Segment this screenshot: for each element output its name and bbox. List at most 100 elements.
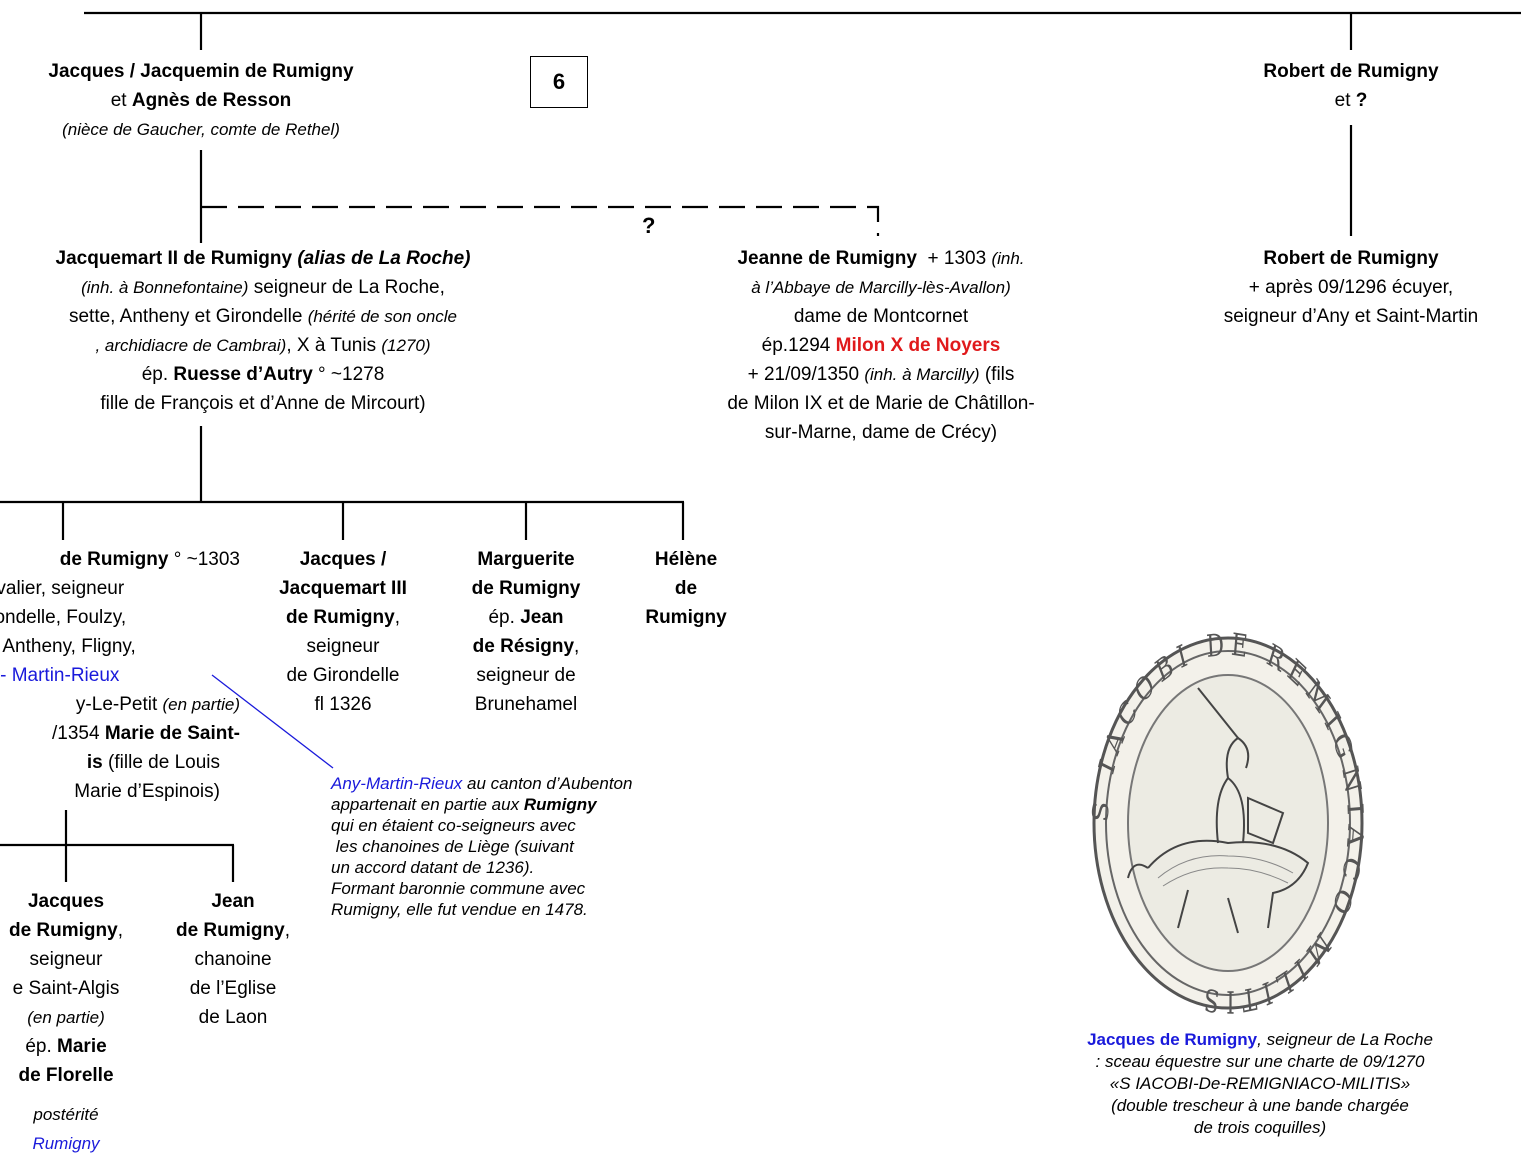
person-child2: Jacques / Jacquemart III de Rumigny, sei…	[253, 545, 433, 719]
line-7: /1354 Marie de Saint-	[0, 719, 240, 748]
inheritance-note: (hérité de son oncle	[307, 307, 458, 326]
equestrian-seal-image: S IACOBI DE REMIGNIACO MILITIS	[1088, 628, 1364, 1018]
note-line-3: qui en étaient co-seigneurs avec	[331, 816, 576, 835]
spouse-name-link[interactable]: Milon X de Noyers	[835, 335, 1001, 356]
parent-text: (fils	[984, 364, 1015, 385]
spouse-note: (nièce de Gaucher, comte de Rethel)	[62, 120, 340, 139]
any-martin-rieux-link[interactable]: y- Martin-Rieux	[0, 665, 120, 686]
line-1: Jacques /	[299, 549, 387, 570]
spouse-line: et ?	[1201, 86, 1501, 115]
note-text: au canton d’Aubenton	[462, 774, 633, 793]
any-martin-rieux-note: Any-Martin-Rieux au canton d’Aubenton ap…	[331, 773, 632, 920]
person-child1-tail: y-Le-Petit (en partie) /1354 Marie de Sa…	[0, 690, 240, 748]
line-6: Brunehamel	[474, 694, 578, 715]
line-1: Jean	[211, 891, 255, 912]
person-gc1: Jacques de Rumigny, seigneur e Saint-Alg…	[0, 887, 146, 1158]
line-2: à l’Abbaye de Marcilly-lès-Avallon)	[751, 278, 1011, 297]
line-8: postérité	[33, 1105, 99, 1124]
line-4: e Saint-Algis	[12, 978, 120, 999]
line-1: Hélène	[654, 549, 718, 570]
partial-note: (en partie)	[162, 695, 240, 714]
caption-line-4: (double trescheur à une bande chargée	[1111, 1096, 1409, 1115]
line-3: Rumigny	[645, 607, 727, 628]
note-pointer-line	[211, 674, 334, 769]
person-name: de Rumigny	[59, 549, 169, 570]
line-1: Marguerite	[477, 549, 575, 570]
spouse-name: ?	[1355, 90, 1368, 111]
line-6: fille de François et d’Anne de Mircourt)	[100, 393, 426, 414]
death-text: , X à Tunis	[286, 335, 377, 356]
spouse-name: Marie	[57, 1036, 107, 1057]
person-name: de Rumigny	[8, 920, 118, 941]
line-2: (inh. à Bonnefontaine) seigneur de La Ro…	[0, 273, 528, 302]
line-3: de Rumigny,	[253, 603, 433, 632]
badge-label: 6	[552, 69, 566, 94]
line-3: dame de Montcornet	[793, 306, 969, 327]
birth-date: ° ~1303	[173, 549, 240, 570]
spouse-death: + 21/09/1350	[747, 364, 860, 385]
line-4: seigneur	[306, 636, 380, 657]
line-9: Marie d’Espinois)	[74, 781, 220, 802]
person-child1-end: is (fille de Louis Marie d’Espinois)	[0, 748, 220, 806]
line-1: Jacques	[27, 891, 105, 912]
spouse-name-end: is	[86, 752, 103, 773]
line-6: fl 1326	[314, 694, 372, 715]
note-line-5: un accord datant de 1236).	[331, 858, 535, 877]
death-year: (1270)	[381, 336, 431, 355]
person-name: Jacquemart II de Rumigny	[55, 248, 293, 269]
line-5: + 21/09/1350 (inh. à Marcilly) (fils	[658, 360, 1104, 389]
line-5: de Girondelle	[286, 665, 400, 686]
line-3: seigneur d’Any et Saint-Martin	[1223, 306, 1479, 327]
note-line-4: les chanoines de Liège (suivant	[331, 837, 574, 856]
line-5: de Laon	[198, 1007, 268, 1028]
person-jacquemart-ii: Jacquemart II de Rumigny (alias de La Ro…	[0, 244, 528, 418]
punct: ,	[394, 607, 400, 628]
line-8: is (fille de Louis	[0, 748, 220, 777]
spouse-name: Jean	[520, 607, 564, 628]
person-name: de Rumigny	[175, 920, 285, 941]
person-name: Jacques / Jacquemin de Rumigny	[48, 61, 354, 82]
note-link[interactable]: Any-Martin-Rieux	[331, 774, 463, 793]
line-2: de Rumigny,	[158, 916, 308, 945]
note-line-1: Any-Martin-Rieux au canton d’Aubenton	[331, 773, 632, 794]
person-child4: Hélène de Rumigny	[626, 545, 746, 632]
title-text: sette, Antheny et Girondelle	[68, 306, 303, 327]
line-5: ép. Ruesse d’Autry ° ~1278	[0, 360, 528, 389]
conjunction: et	[1334, 90, 1351, 111]
line-4: ép.1294 Milon X de Noyers	[658, 331, 1104, 360]
burial-note: (inh.	[991, 249, 1025, 268]
line-1: de Rumigny ° ~1303	[0, 545, 240, 574]
spouse-surname: de Résigny	[472, 636, 575, 657]
person-name: Jeanne de Rumigny	[737, 248, 917, 269]
note-line-7: Rumigny, elle fut vendue en 1478.	[331, 900, 588, 919]
line-4: , archidiacre de Cambrai), X à Tunis (12…	[0, 331, 528, 360]
person-gc2: Jean de Rumigny, chanoine de l’Eglise de…	[158, 887, 308, 1032]
uncertain-link-mark: ?	[642, 213, 656, 238]
inheritance-note: , archidiacre de Cambrai)	[95, 336, 287, 355]
line-7: sur-Marne, dame de Crécy)	[764, 422, 998, 443]
person-name: Robert de Rumigny	[1263, 61, 1439, 82]
spouse-name: Ruesse d’Autry	[173, 364, 313, 385]
posterity-link[interactable]: Rumigny	[32, 1134, 100, 1153]
line-6: de Milon IX et de Marie de Châtillon-	[727, 393, 1035, 414]
seal-caption: Jacques de Rumigny, seigneur de La Roche…	[1020, 1029, 1500, 1139]
line-2: + après 09/1296 écuyer,	[1248, 277, 1454, 298]
line-4: de l’Eglise	[189, 978, 277, 999]
marriage-label: ép.1294	[761, 335, 831, 356]
line-7: de Florelle	[18, 1065, 114, 1086]
line-2: de Rumigny,	[0, 916, 146, 945]
spouse-birth: ° ~1278	[318, 364, 385, 385]
line-6: ép. Marie	[0, 1032, 146, 1061]
line-5: seigneur de	[476, 665, 576, 686]
punct: ,	[284, 920, 290, 941]
title-text: seigneur de La Roche,	[253, 277, 445, 298]
note-text: appartenait en partie aux	[331, 795, 524, 814]
marriage-label: ép.	[141, 364, 169, 385]
couple-robert: Robert de Rumigny et ?	[1201, 57, 1501, 115]
note-line-6: Formant baronnie commune avec	[331, 879, 586, 898]
marriage-date: /1354	[52, 723, 100, 744]
caption-name: Jacques de Rumigny	[1087, 1030, 1258, 1049]
lordship-text: y-Le-Petit	[75, 694, 158, 715]
line-6: y-Le-Petit (en partie)	[0, 690, 240, 719]
